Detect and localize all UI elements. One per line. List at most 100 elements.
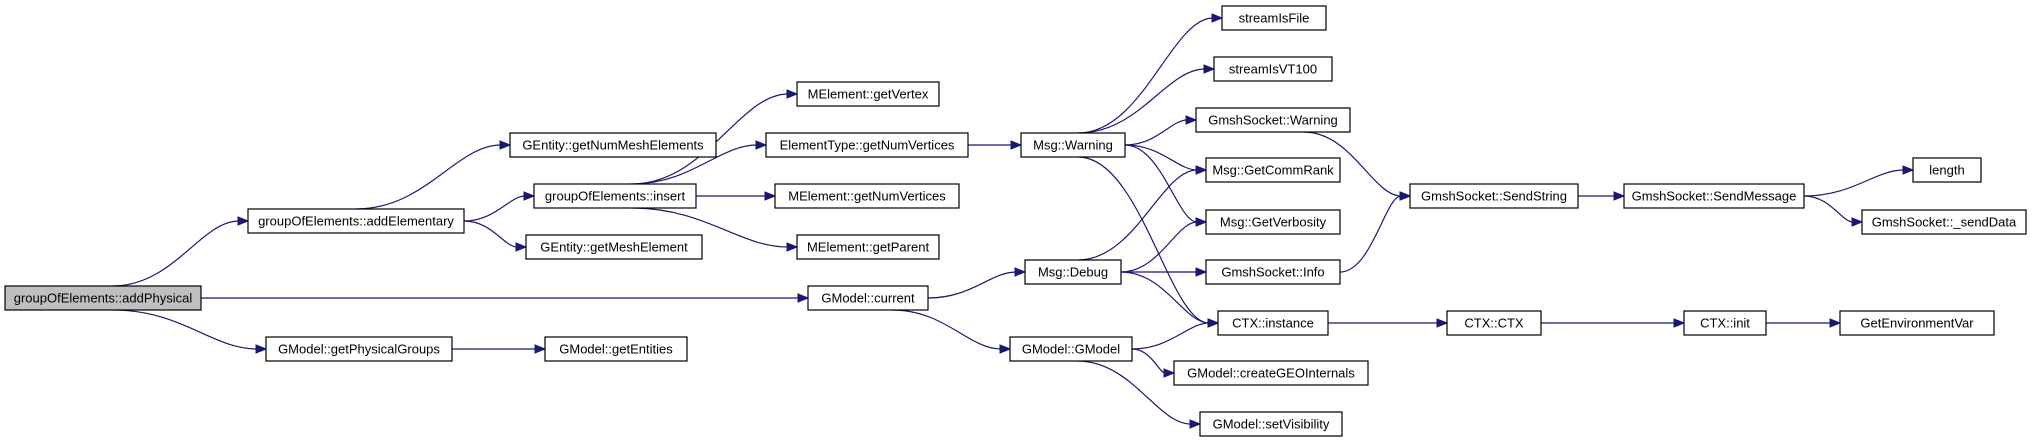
- node-gmodel-create-geointernals[interactable]: GModel::createGEOInternals: [1173, 360, 1369, 386]
- node-box: [1623, 183, 1805, 209]
- node-box: [1861, 209, 2027, 235]
- node-label: Msg::GetCommRank: [1212, 163, 1334, 178]
- node-group-of-elements-add-physical[interactable]: groupOfElements::addPhysical: [4, 285, 202, 311]
- node-box: [525, 234, 703, 260]
- node-box: [1024, 259, 1122, 285]
- node-gmsh-socket-send-message[interactable]: GmshSocket::SendMessage: [1623, 183, 1805, 209]
- node-ctx-ctx[interactable]: CTX::CTX: [1446, 310, 1542, 336]
- node-stream-is-file[interactable]: streamIsFile: [1221, 5, 1327, 31]
- node-box: [1221, 5, 1327, 31]
- node-label: GEntity::getMeshElement: [540, 240, 688, 255]
- node-box: [807, 285, 929, 311]
- node-gmsh-socket-info[interactable]: GmshSocket::Info: [1205, 259, 1341, 285]
- node-label: GModel::current: [821, 291, 915, 306]
- node-gmsh-socket-send-data[interactable]: GmshSocket::_sendData: [1861, 209, 2027, 235]
- node-box: [533, 183, 697, 209]
- call-edge-line: [891, 309, 1002, 350]
- call-edge: [1077, 165, 1208, 261]
- call-edge: [927, 267, 1027, 299]
- call-edge: [1803, 165, 1915, 197]
- arrowhead-icon: [515, 242, 528, 252]
- node-msg-warning[interactable]: Msg::Warning: [1020, 132, 1126, 158]
- call-edge: [1131, 318, 1220, 350]
- arrowhead-icon: [999, 344, 1012, 354]
- node-gmodel-current[interactable]: GModel::current: [807, 285, 929, 311]
- node-stream-is-vt100[interactable]: streamIsVT100: [1213, 56, 1333, 82]
- call-edge-line: [1124, 144, 1198, 171]
- node-box: [1839, 310, 1995, 336]
- node-gentity-get-mesh-element[interactable]: GEntity::getMeshElement: [525, 234, 703, 260]
- node-box: [1205, 259, 1341, 285]
- node-gentity-get-num-mesh-elements[interactable]: GEntity::getNumMeshElements: [509, 132, 717, 158]
- call-edge: [1541, 318, 1686, 328]
- node-melement-get-vertex[interactable]: MElement::getVertex: [796, 81, 940, 107]
- node-box: [796, 234, 940, 260]
- node-gmsh-socket-warning[interactable]: GmshSocket::Warning: [1195, 107, 1351, 133]
- call-edge-line: [1131, 348, 1166, 374]
- call-edge: [696, 191, 777, 201]
- node-msg-get-comm-rank[interactable]: Msg::GetCommRank: [1205, 157, 1341, 183]
- node-label: CTX::init: [1700, 316, 1750, 331]
- call-edge-line: [927, 271, 1017, 299]
- call-edge: [891, 309, 1012, 354]
- arrowhead-icon: [1189, 419, 1202, 429]
- arrowhead-icon: [1851, 217, 1864, 227]
- arrowhead-icon: [1207, 318, 1220, 328]
- node-label: streamIsFile: [1239, 11, 1310, 26]
- call-edge: [1131, 348, 1176, 378]
- arrowhead-icon: [1211, 13, 1224, 23]
- node-label: streamIsVT100: [1229, 62, 1317, 77]
- arrowhead-icon: [523, 191, 536, 201]
- node-ctx-init[interactable]: CTX::init: [1683, 310, 1767, 336]
- node-label: groupOfElements::insert: [545, 189, 686, 204]
- call-graph-edges: [112, 13, 1915, 429]
- call-edge-line: [1124, 144, 1198, 223]
- node-group-of-elements-insert[interactable]: groupOfElements::insert: [533, 183, 697, 209]
- node-melement-get-num-vertices[interactable]: MElement::getNumVertices: [774, 183, 960, 209]
- node-label: GModel::getEntities: [559, 342, 673, 357]
- call-edge: [968, 140, 1023, 150]
- node-gmsh-socket-send-string[interactable]: GmshSocket::SendString: [1409, 183, 1579, 209]
- arrowhead-icon: [1203, 64, 1216, 74]
- node-box: [774, 183, 960, 209]
- call-edge-line: [112, 220, 240, 287]
- node-label: GEntity::getNumMeshElements: [522, 138, 704, 153]
- arrowhead-icon: [755, 140, 768, 150]
- call-edge: [1121, 267, 1208, 277]
- call-edge: [1339, 191, 1412, 273]
- call-edge: [463, 191, 536, 222]
- node-label: GmshSocket::Info: [1221, 265, 1324, 280]
- call-edge-line: [1078, 68, 1206, 134]
- node-melement-get-parent[interactable]: MElement::getParent: [796, 234, 940, 260]
- node-label: MElement::getVertex: [808, 87, 929, 102]
- node-group-of-elements-add-elementary[interactable]: groupOfElements::addElementary: [247, 208, 465, 234]
- call-edge: [1077, 360, 1202, 429]
- node-gmodel-gmodel[interactable]: GModel::GModel: [1009, 336, 1133, 362]
- arrowhead-icon: [1613, 191, 1626, 201]
- call-edge-line: [1120, 271, 1210, 324]
- call-edge: [631, 207, 799, 252]
- call-edge: [112, 216, 250, 287]
- node-label: GmshSocket::_sendData: [1872, 215, 2017, 230]
- arrowhead-icon: [1436, 318, 1449, 328]
- node-get-environment-var[interactable]: GetEnvironmentVar: [1839, 310, 1995, 336]
- call-edge: [1328, 318, 1449, 328]
- node-msg-debug[interactable]: Msg::Debug: [1024, 259, 1122, 285]
- node-gmodel-get-entities[interactable]: GModel::getEntities: [544, 336, 688, 362]
- node-gmodel-get-physical-groups[interactable]: GModel::getPhysicalGroups: [265, 336, 453, 362]
- node-label: GModel::setVisibility: [1213, 417, 1330, 432]
- node-box: [1195, 107, 1351, 133]
- node-gmodel-set-visibility[interactable]: GModel::setVisibility: [1199, 411, 1343, 437]
- call-edge: [1120, 217, 1208, 273]
- node-label: GModel::createGEOInternals: [1187, 366, 1355, 381]
- node-box: [509, 132, 717, 158]
- node-msg-get-verbosity[interactable]: Msg::GetVerbosity: [1205, 209, 1341, 235]
- node-ctx-instance[interactable]: CTX::instance: [1217, 310, 1329, 336]
- node-element-type-get-num-vertices[interactable]: ElementType::getNumVertices: [765, 132, 969, 158]
- node-box: [1199, 411, 1343, 437]
- node-length[interactable]: length: [1912, 157, 1982, 183]
- arrowhead-icon: [534, 344, 547, 354]
- arrowhead-icon: [1014, 267, 1027, 277]
- arrowhead-icon: [1163, 368, 1176, 378]
